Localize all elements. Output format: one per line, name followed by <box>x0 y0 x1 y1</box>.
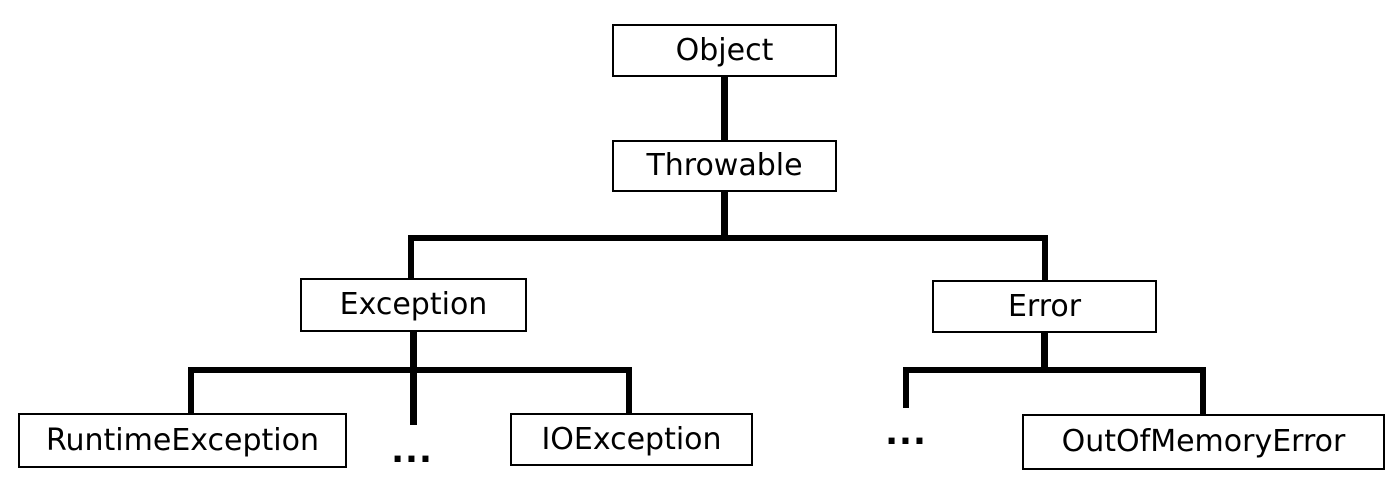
node-exception-ellipsis: ... <box>391 431 433 471</box>
node-exception: Exception <box>300 278 527 332</box>
node-runtime-exception: RuntimeException <box>18 413 347 468</box>
connector-exception-branch <box>188 367 632 416</box>
node-error-ellipsis: ... <box>885 413 927 453</box>
node-throwable: Throwable <box>612 140 837 192</box>
node-object: Object <box>612 24 837 77</box>
node-out-of-memory-error: OutOfMemoryError <box>1022 414 1385 470</box>
connector-throwable-branch <box>408 235 1048 282</box>
node-error: Error <box>932 280 1157 333</box>
connector-error-branch <box>903 367 1206 417</box>
node-io-exception: IOException <box>510 413 753 466</box>
